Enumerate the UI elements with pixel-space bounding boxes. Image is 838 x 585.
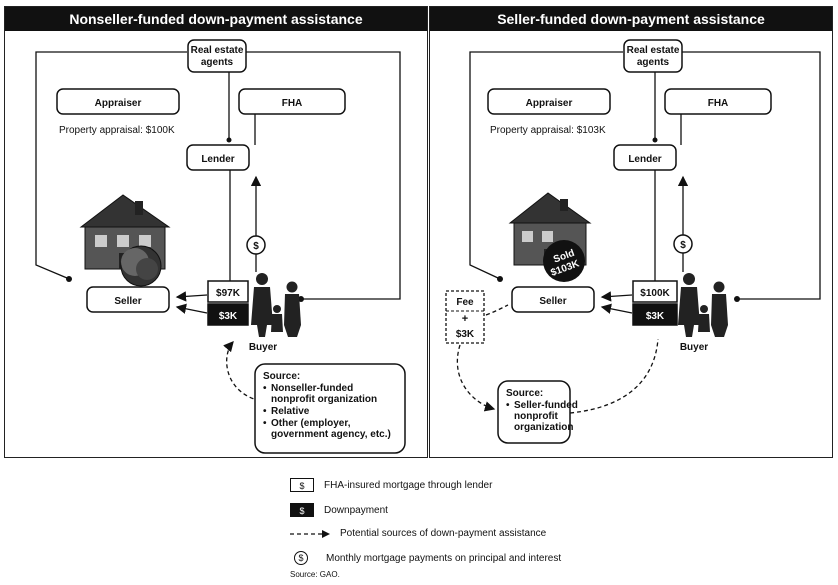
legend-dashed-arrow-icon [290, 529, 330, 538]
appraisal-text-r: Property appraisal: $103K [490, 125, 606, 136]
right-diagram: Real estate agents Appraiser FHA Propert… [445, 39, 821, 444]
source-bullet-2: • [263, 406, 267, 417]
mortgage-amount-box [207, 280, 249, 303]
monthly-payment-icon-r [673, 234, 693, 254]
source-bullet-r: • [506, 400, 510, 411]
agents-label-2: agents [201, 57, 234, 68]
downpayment-box [207, 303, 249, 326]
source-bullet-1: • [263, 383, 267, 394]
monthly-payment-symbol: $ [253, 241, 259, 252]
legend-mortgage: $ FHA-insured mortgage through lender [290, 478, 492, 492]
fha-label: FHA [282, 98, 303, 109]
fee-label: Fee [456, 297, 474, 308]
fha-label-r: FHA [708, 98, 729, 109]
source-box-r [497, 380, 571, 444]
lender-label: Lender [201, 154, 234, 165]
downpayment-amount-r: $3K [646, 311, 665, 322]
legend-downpayment: $ Downpayment [290, 503, 388, 517]
agents-box [187, 39, 247, 73]
source-item-1b: nonprofit organization [271, 394, 377, 405]
sold-sign-icon: Sold $103K [543, 240, 585, 282]
fee-amount: $3K [456, 329, 475, 340]
mortgage-amount-box-r [632, 280, 678, 303]
source-title-r: Source: [506, 388, 543, 399]
seller-label-r: Seller [539, 296, 566, 307]
buyer-family-icon-r [678, 273, 728, 337]
lender-label-r: Lender [628, 154, 661, 165]
legend-mortgage-text: FHA-insured mortgage through lender [324, 479, 493, 491]
source-box [254, 363, 406, 454]
source-item-r-2: nonprofit [514, 411, 559, 422]
shrub-icon [120, 245, 162, 287]
lender-box-r [613, 144, 677, 171]
downpayment-box-r [632, 303, 678, 326]
source-item-2: Relative [271, 406, 310, 417]
appraiser-label-r: Appraiser [526, 98, 573, 109]
source-title: Source: [263, 371, 300, 382]
fha-box-r [664, 88, 772, 115]
right-panel: Seller-funded down-payment assistance Re… [429, 6, 833, 458]
legend-downpayment-text: Downpayment [324, 504, 388, 516]
agents-buyer-line [245, 51, 401, 300]
legend-monthly-icon: $ [294, 551, 308, 565]
left-panel-header: Nonseller-funded down-payment assistance [5, 7, 427, 31]
mortgage-amount-r: $100K [640, 288, 670, 299]
source-item-r-1: Seller-funded [514, 400, 578, 411]
legend-dashed-text: Potential sources of down-payment assist… [340, 528, 547, 539]
agents-seller-line [35, 51, 187, 279]
downpayment-amount: $3K [219, 311, 238, 322]
legend-monthly: $ Monthly mortgage payments on principal… [290, 551, 561, 565]
legend-monthly-text: Monthly mortgage payments on principal a… [326, 552, 562, 564]
seller-box [86, 286, 170, 313]
fee-plus: + [462, 313, 468, 325]
seller-box-r [511, 286, 595, 313]
monthly-payment-symbol-r: $ [680, 240, 686, 251]
buyer-family-icon [251, 273, 301, 337]
left-diagram: Real estate agents Appraiser FHA Propert… [35, 39, 406, 454]
seller-label: Seller [114, 296, 141, 307]
right-panel-header: Seller-funded down-payment assistance [430, 7, 832, 31]
source-note: Source: GAO. [290, 570, 340, 579]
source-item-1: Nonseller-funded [271, 383, 353, 394]
mortgage-amount: $97K [216, 288, 241, 299]
agents-label-1-r: Real estate [627, 45, 680, 56]
legend-downpayment-swatch: $ [290, 503, 314, 517]
monthly-payment-icon [246, 235, 266, 255]
source-item-3: Other (employer, [271, 418, 351, 429]
legend-dashed: Potential sources of down-payment assist… [290, 528, 546, 539]
source-item-3b: government agency, etc.) [271, 429, 391, 440]
source-bullet-3: • [263, 418, 267, 429]
buyer-label-r: Buyer [680, 342, 708, 353]
appraisal-text: Property appraisal: $100K [59, 125, 175, 136]
fha-box [238, 88, 346, 115]
agents-label-1: Real estate [191, 45, 244, 56]
left-panel: Nonseller-funded down-payment assistance… [4, 6, 428, 458]
fee-box [445, 290, 485, 344]
agents-box-r [623, 39, 683, 73]
source-item-r-3: organization [514, 422, 573, 433]
appraiser-box-r [487, 88, 611, 115]
legend-mortgage-swatch: $ [290, 478, 314, 492]
lender-box [186, 144, 250, 171]
appraiser-box [56, 88, 180, 115]
agents-label-2-r: agents [637, 57, 670, 68]
appraiser-label: Appraiser [95, 98, 142, 109]
buyer-label: Buyer [249, 342, 277, 353]
